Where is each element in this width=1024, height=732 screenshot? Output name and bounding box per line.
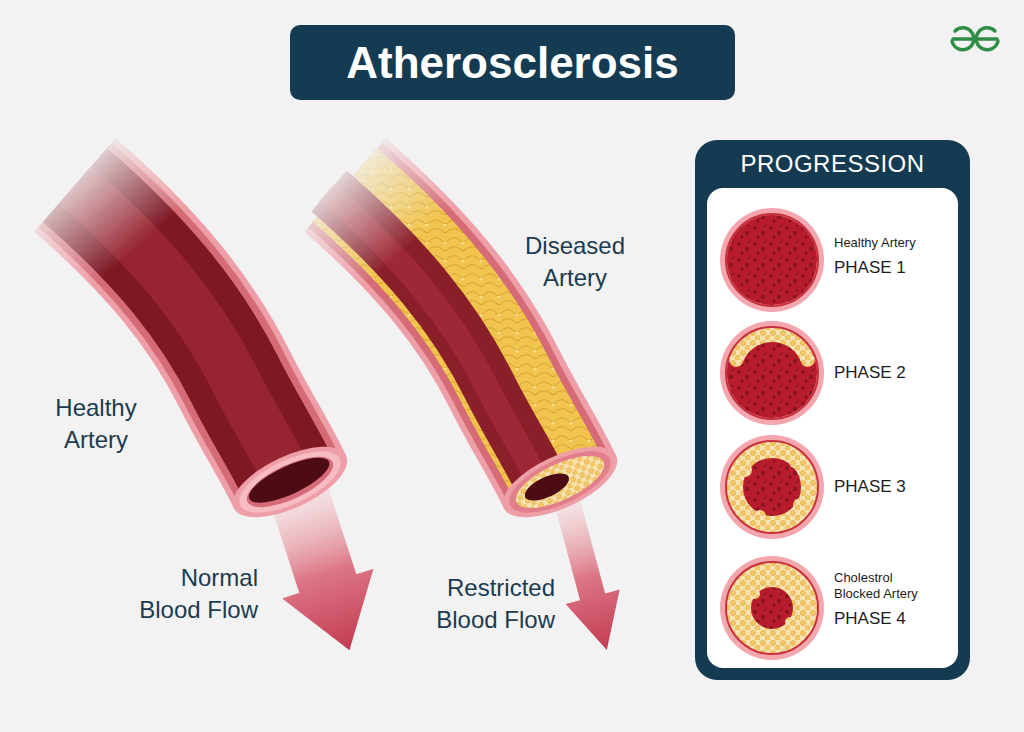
title-text: Atherosclerosis: [346, 38, 679, 88]
panel-heading: PROGRESSION: [695, 140, 970, 178]
artery-label: Diseased Artery: [515, 230, 635, 294]
artery-cross-section: [720, 208, 824, 312]
artery-cross-section: [720, 321, 824, 425]
logo-mark: [952, 28, 998, 50]
phase-label: PHASE 1: [834, 257, 940, 279]
phase-label: PHASE 2: [834, 362, 940, 384]
progression-panel-box: PROGRESSION Healthy ArteryPHASE 1 PHASE 2 P…: [695, 140, 970, 680]
phase-box: Cholestrol Blocked ArteryPHASE 4: [834, 570, 940, 632]
phase-box: PHASE 3: [834, 476, 940, 500]
artery-label: Healthy Artery: [36, 392, 156, 456]
artery-cross-section: [720, 435, 824, 539]
phase-label: PHASE 4: [834, 608, 940, 630]
phase-box: Healthy ArteryPHASE 1: [834, 235, 940, 281]
artery-label: Restricted Blood Flow: [405, 572, 555, 636]
artery-cross-section: [720, 556, 824, 660]
artery-label: Normal Blood Flow: [118, 562, 258, 626]
phase-label: PHASE 3: [834, 476, 940, 498]
phase-caption: Cholestrol Blocked Artery: [834, 570, 940, 602]
progression-panel: [695, 140, 970, 680]
title-box: Atherosclerosis: [290, 25, 735, 100]
phase-box: PHASE 2: [834, 362, 940, 386]
phase-caption: Healthy Artery: [834, 235, 940, 251]
